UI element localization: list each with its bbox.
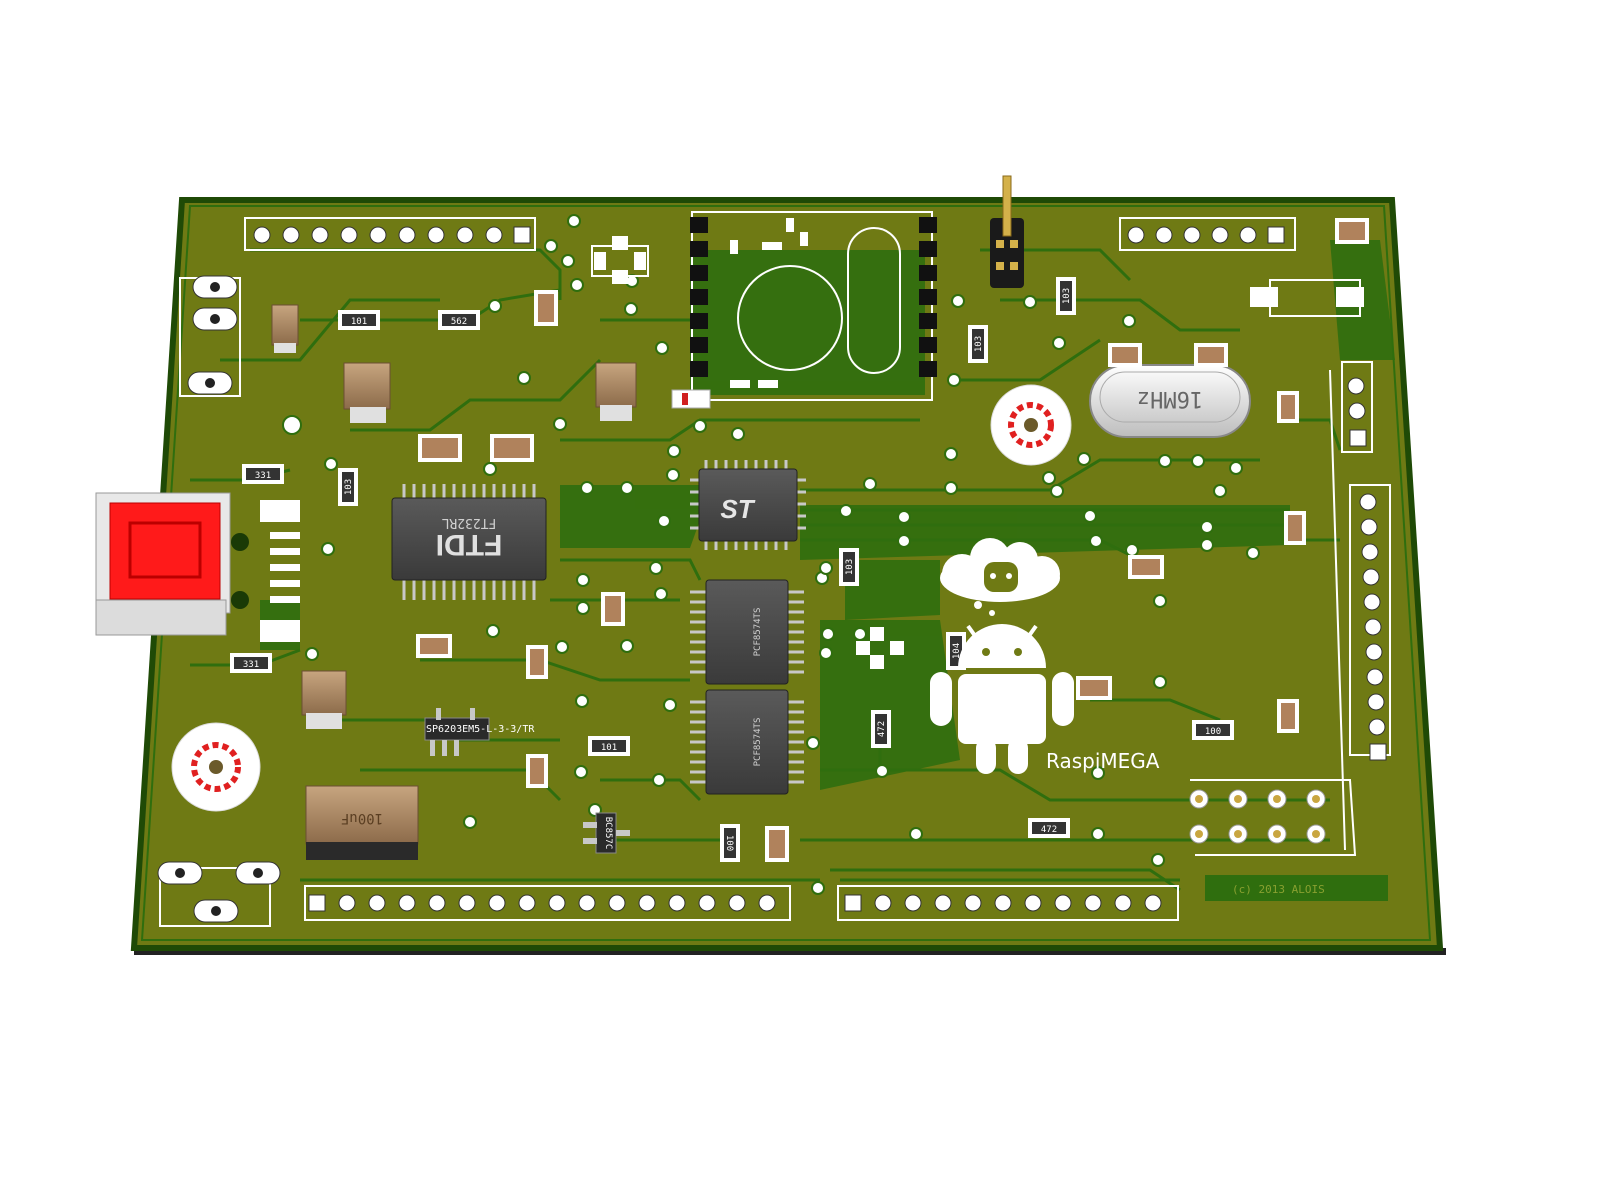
cloud-sheep-icon [940, 538, 1060, 616]
resistor-label: 100 [724, 835, 734, 851]
resistor-label: 103 [344, 479, 354, 495]
ftdi-part-label: FT232RL [441, 515, 496, 530]
jumper-header [990, 175, 1024, 288]
copyright-box [1205, 875, 1388, 901]
resistor-label: 472 [877, 721, 887, 737]
resistors: 101 562 331 331 103 103 103 103 104 472 … [230, 277, 1234, 862]
resistor-label: 472 [1041, 825, 1057, 835]
resistor-label: 100 [1205, 727, 1221, 737]
ftdi-chip: FTDI FT232RL [391, 484, 547, 600]
crystal-oscillator: 16MHz [1089, 364, 1251, 438]
resistor-label: 103 [845, 559, 855, 575]
ftdi-logo-icon: FTDI [436, 528, 503, 561]
transistor: BC857C [583, 812, 630, 854]
resistor-label: 562 [451, 317, 467, 327]
regulator-label: SP6203EM5-L-3-3/TR [426, 724, 535, 735]
gold-pin-array [1189, 789, 1326, 844]
header-top-left [253, 226, 531, 244]
pcf-top-label: PCF8574TS [753, 608, 763, 657]
vias [282, 214, 1260, 895]
silkscreen-outlines [159, 211, 1391, 927]
tantalum-capacitors: 100uF [271, 304, 637, 860]
usb-connector [95, 492, 300, 642]
transistor-label: BC857C [603, 817, 613, 850]
resistor-label: 331 [255, 471, 271, 481]
board-title: RaspiMEGA [1046, 749, 1160, 773]
header-right-column [1347, 377, 1387, 761]
power-connector-left [187, 275, 238, 395]
pcf-bottom-label: PCF8574TS [753, 718, 763, 767]
st-microcontroller: ST [690, 460, 806, 550]
pcf8574-chip-top: PCF8574TS [690, 579, 804, 685]
pin-socket-columns [690, 217, 937, 377]
smd-footprints [591, 218, 1364, 669]
resistor-label: 103 [974, 336, 984, 352]
mounting-hole-icon [171, 384, 1072, 812]
st-logo-icon: ST [720, 494, 755, 524]
pcf8574-chip-bottom: PCF8574TS [690, 689, 804, 795]
copyright-text: (c) 2013 ALOIS [1232, 883, 1325, 896]
voltage-regulator: SP6203EM5-L-3-3/TR [424, 708, 535, 756]
resistor-label: 101 [351, 317, 367, 327]
header-top-right [1127, 226, 1285, 244]
resistor-label: 331 [243, 660, 259, 670]
resistor-label: 101 [601, 743, 617, 753]
board-inner-edge [140, 205, 1432, 941]
big-capacitor-label: 100uF [341, 810, 383, 826]
resistor-label: 104 [952, 643, 962, 659]
header-bottom-right [844, 894, 1162, 912]
android-robot-icon [930, 624, 1074, 774]
power-connector-bottom [157, 861, 281, 923]
crystal-label: 16MHz [1137, 386, 1203, 411]
header-bottom-left [308, 894, 776, 912]
ceramic-capacitors [416, 218, 1369, 862]
resistor-label: 103 [1062, 288, 1072, 304]
